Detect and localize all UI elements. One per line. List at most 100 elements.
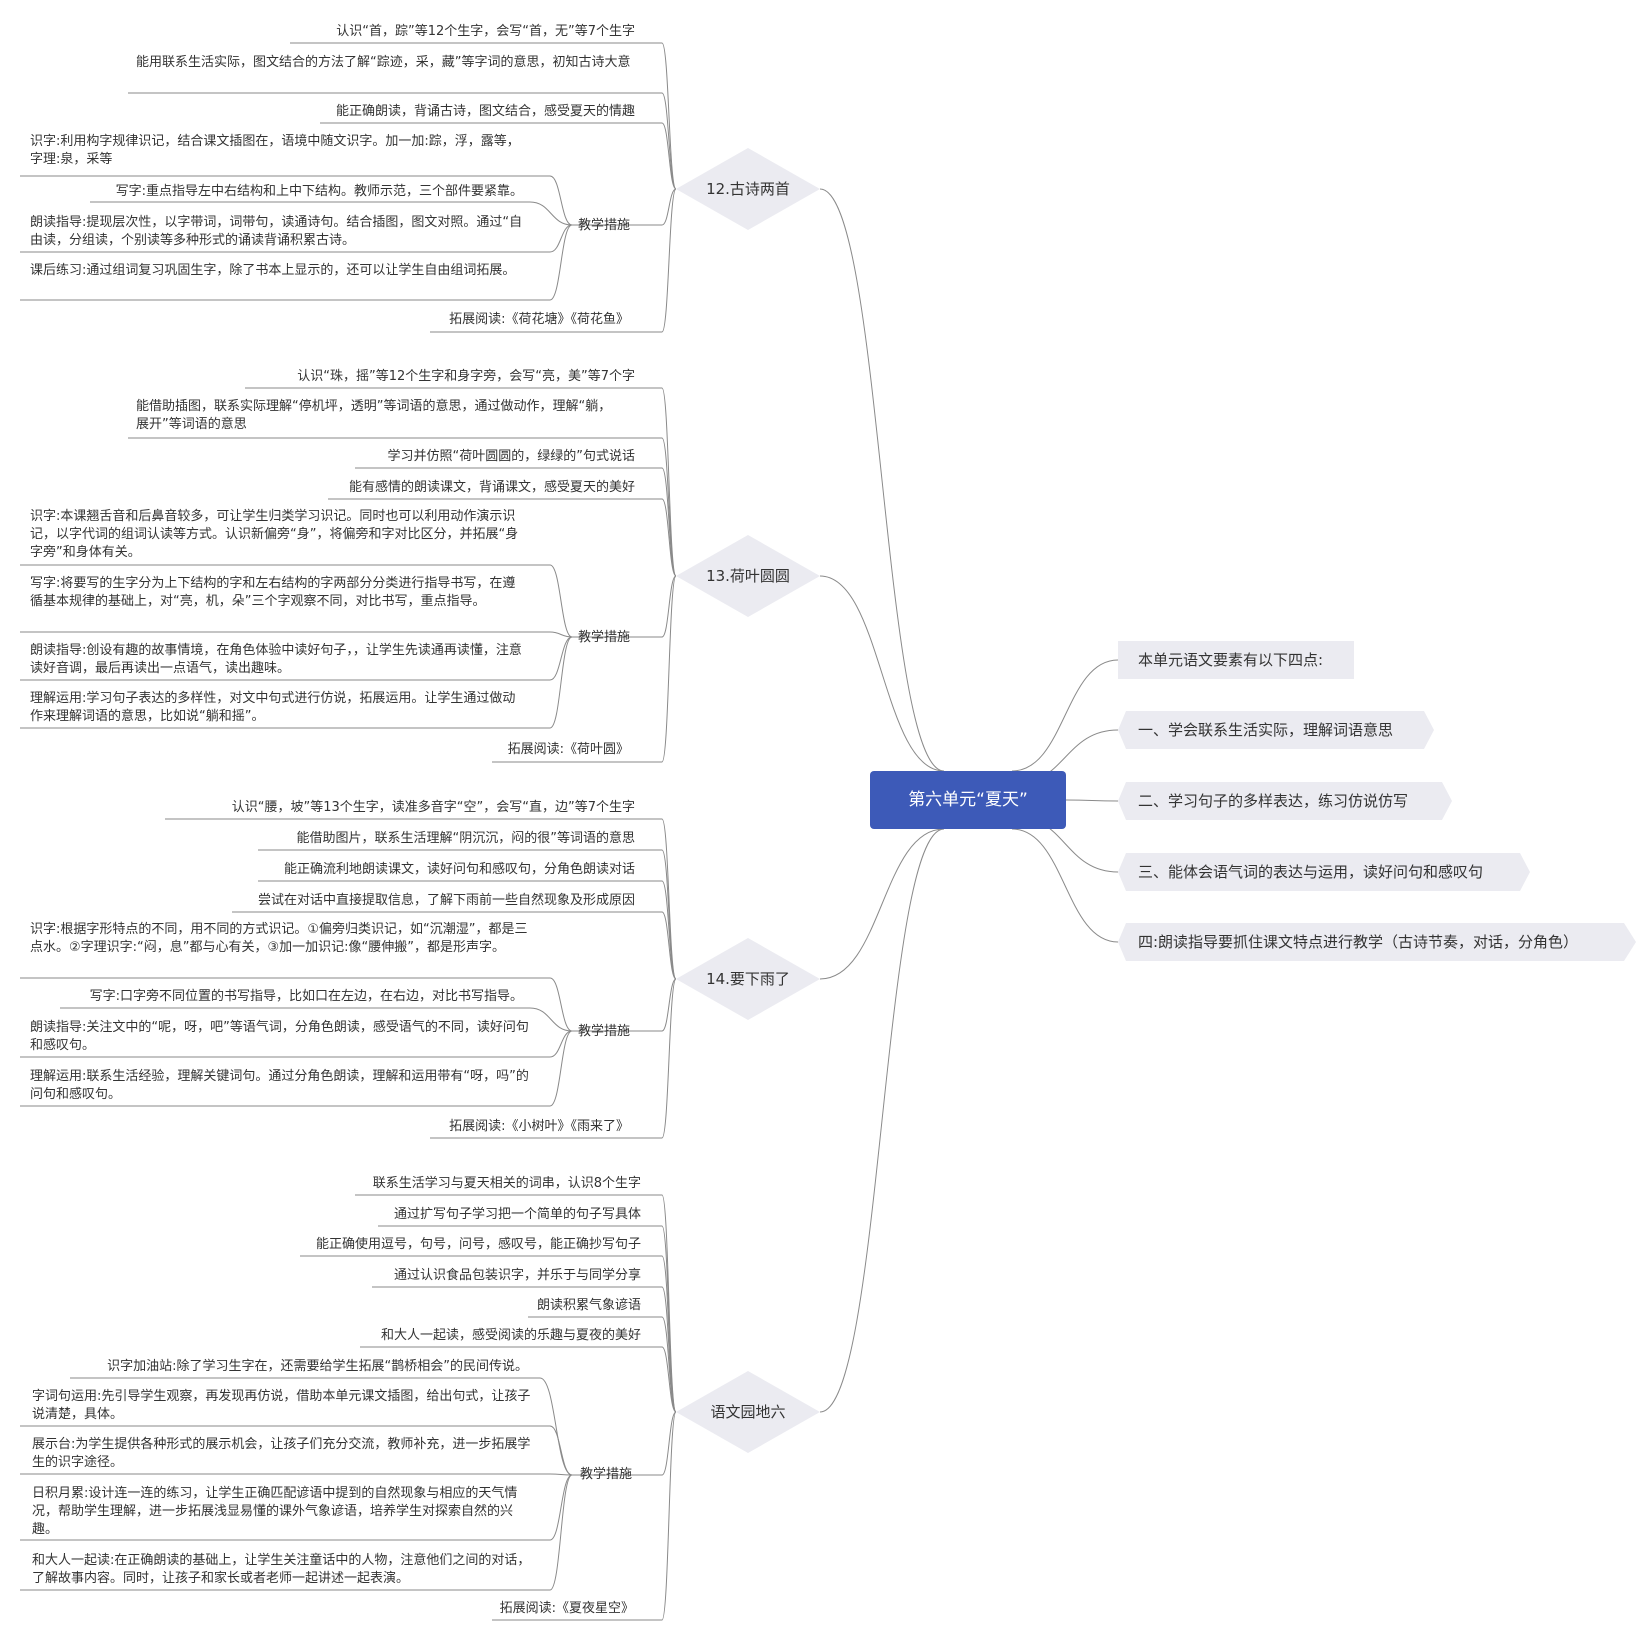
node-bg bbox=[1118, 782, 1452, 820]
node-bg bbox=[1118, 641, 1354, 679]
goal-item[interactable]: 通过认识食品包装识字，并乐于与同学分享 bbox=[393, 1268, 641, 1283]
node-bg bbox=[1118, 923, 1636, 961]
connector-line bbox=[661, 1411, 677, 1621]
right-point-1[interactable]: 一、学会联系生活实际，理解词语意思 bbox=[1118, 711, 1434, 749]
goal-item[interactable]: 能正确使用逗号，句号，问号，感叹号，能正确抄写句子 bbox=[315, 1237, 641, 1252]
connector-line bbox=[549, 1473, 573, 1476]
goal-item[interactable]: 认识“首，踪”等12个生字，会写“首，无”等7个生字 bbox=[336, 24, 635, 39]
measure-item[interactable]: 识字:本课翘舌音和后鼻音较多，可让学生归类学习识记。同时也可以利用动作演示识记，… bbox=[30, 509, 519, 560]
goal-item[interactable]: 联系生活学习与夏天相关的词串，认识8个生字 bbox=[372, 1176, 641, 1191]
measure-item[interactable]: 识字:利用构字规律识记，结合课文插图在，语境中随文识字。加一加:踪，浮，露等，字… bbox=[30, 134, 520, 167]
connector-line bbox=[549, 1425, 573, 1476]
connector-line bbox=[661, 575, 677, 638]
node-bg bbox=[1118, 711, 1434, 749]
connector-line bbox=[819, 575, 945, 772]
goal-item[interactable]: 通过扩写句子学习把一个简单的句子写具体 bbox=[393, 1207, 641, 1222]
goal-item[interactable]: 能有感情的朗读课文，背诵课文，感受夏天的美好 bbox=[348, 480, 635, 495]
goal-item[interactable]: 尝试在对话中直接提取信息，了解下雨前一些自然现象及形成原因 bbox=[257, 893, 635, 908]
right-point-0[interactable]: 本单元语文要素有以下四点: bbox=[1118, 641, 1354, 679]
connector-line bbox=[661, 978, 677, 1032]
connector-line bbox=[661, 818, 677, 980]
connector-line bbox=[549, 1030, 573, 1107]
branch-node-13[interactable]: 13.荷叶圆圆 bbox=[676, 535, 820, 617]
measure-item[interactable]: 朗读指导:提现层次性，以字带词，词带句，读通诗句。结合插图，图文对照。通过“自由… bbox=[30, 215, 523, 248]
measure-item[interactable]: 和大人一起读:在正确朗读的基础上，让学生关注童话中的人物，注意他们之间的对话，了… bbox=[32, 1553, 531, 1586]
connector-line bbox=[661, 978, 677, 1139]
connector-line bbox=[549, 224, 573, 301]
goal-item[interactable]: 能借助插图，联系实际理解“停机坪，透明”等词语的意思，通过做动作，理解“躺，展开… bbox=[136, 399, 612, 432]
node-bg bbox=[1118, 853, 1530, 891]
measure-item[interactable]: 识字加油站:除了学习生字在，还需要给学生拓展“鹊桥相会”的民间传说。 bbox=[107, 1359, 528, 1374]
branch-label: 语文园地六 bbox=[710, 1403, 786, 1421]
goal-item[interactable]: 能正确朗读，背诵古诗，图文结合，感受夏天的情趣 bbox=[335, 104, 635, 119]
goal-item[interactable]: 认识“腰，坡”等13个生字，读准多音字“空”，会写“直，边”等7个生字 bbox=[231, 800, 635, 815]
right-point-2[interactable]: 二、学习句子的多样表达，练习仿说仿写 bbox=[1118, 782, 1452, 820]
connector-line bbox=[661, 188, 677, 333]
connector-line bbox=[549, 636, 573, 729]
measure-item[interactable]: 写字:将要写的生字分为上下结构的字和左右结构的字两部分分类进行指导书写，在遵循基… bbox=[30, 576, 516, 609]
measure-item[interactable]: 课后练习:通过组词复习巩固生字，除了书本上显示的，还可以让学生自由组词拓展。 bbox=[30, 263, 516, 278]
goal-item[interactable]: 能用联系生活实际，图文结合的方法了解“踪迹，采，藏”等字词的意思，初知古诗大意 bbox=[136, 55, 631, 70]
branch-label: 14.要下雨了 bbox=[706, 970, 790, 988]
branch-label: 13.荷叶圆圆 bbox=[706, 567, 790, 585]
diamond-shape bbox=[676, 148, 820, 230]
right-point-label: 一、学会联系生活实际，理解词语意思 bbox=[1138, 721, 1394, 739]
connector-line bbox=[549, 564, 573, 638]
goal-item[interactable]: 认识“珠，摇”等12个生字和身字旁，会写“亮，美”等7个字 bbox=[297, 369, 635, 384]
connector-line bbox=[549, 636, 573, 681]
measure-item[interactable]: 写字:重点指导左中右结构和上中下结构。教师示范，三个部件要紧靠。 bbox=[115, 184, 523, 199]
connector-line bbox=[661, 498, 677, 577]
measure-item[interactable]: 理解运用:学习句子表达的多样性，对文中句式进行仿说，拓展运用。让学生通过做动作来… bbox=[30, 691, 516, 724]
branch-node-garden[interactable]: 语文园地六 bbox=[676, 1371, 820, 1453]
measure-item[interactable]: 字词句运用:先引导学生观察，再发现再仿说，借助本单元课文插图，给出句式，让孩子说… bbox=[32, 1389, 531, 1422]
connector-line bbox=[549, 631, 573, 638]
root-node[interactable]: 第六单元“夏天” bbox=[870, 771, 1066, 829]
connector-line bbox=[661, 1346, 677, 1413]
measures-label[interactable]: 教学措施 bbox=[578, 218, 631, 233]
measure-item[interactable]: 日积月累:设计连一连的练习，让学生正确匹配谚语中提到的自然现象与相应的天气情况，… bbox=[32, 1486, 518, 1537]
right-point-label: 三、能体会语气词的表达与运用，读好问句和感叹句 bbox=[1138, 863, 1484, 881]
connector-line bbox=[661, 437, 677, 577]
connector-line bbox=[661, 42, 677, 190]
measures-label[interactable]: 教学措施 bbox=[580, 1467, 633, 1482]
measure-item[interactable]: 展示台:为学生提供各种形式的展示机会，让孩子们充分交流，教师补充，进一步拓展学生… bbox=[32, 1437, 531, 1470]
connector-line bbox=[819, 828, 945, 1413]
extended-reading[interactable]: 拓展阅读:《小树叶》《雨来了》 bbox=[449, 1119, 629, 1134]
connector-line bbox=[661, 188, 677, 226]
goal-item[interactable]: 能借助图片，联系生活理解“阴沉沉，闷的很”等词语的意思 bbox=[296, 831, 635, 846]
diamond-shape bbox=[676, 1371, 820, 1453]
right-point-label: 本单元语文要素有以下四点: bbox=[1138, 651, 1324, 669]
right-point-label: 四:朗读指导要抓住课文特点进行教学（古诗节奏，对话，分角色） bbox=[1138, 933, 1579, 951]
branch-node-14[interactable]: 14.要下雨了 bbox=[676, 938, 820, 1020]
goal-item[interactable]: 和大人一起读，感受阅读的乐趣与夏夜的美好 bbox=[380, 1328, 641, 1343]
diamond-shape bbox=[676, 535, 820, 617]
right-point-3[interactable]: 三、能体会语气词的表达与运用，读好问句和感叹句 bbox=[1118, 853, 1530, 891]
measure-item[interactable]: 理解运用:联系生活经验，理解关键词句。通过分角色朗读，理解和运用带有“呀，吗”的… bbox=[30, 1069, 529, 1102]
diamond-shape bbox=[676, 938, 820, 1020]
measure-item[interactable]: 朗读指导:创设有趣的故事情境，在角色体验中读好句子，，让学生先读通再读懂，注意读… bbox=[30, 643, 522, 676]
right-point-4[interactable]: 四:朗读指导要抓住课文特点进行教学（古诗节奏，对话，分角色） bbox=[1118, 923, 1636, 961]
measure-item[interactable]: 写字:口字旁不同位置的书写指导，比如口在左边，在右边，对比书写指导。 bbox=[89, 989, 523, 1004]
measures-label[interactable]: 教学措施 bbox=[578, 630, 631, 645]
right-point-label: 二、学习句子的多样表达，练习仿说仿写 bbox=[1138, 792, 1409, 810]
branch-label: 12.古诗两首 bbox=[706, 180, 790, 198]
connector-line bbox=[549, 1474, 573, 1541]
connector-line bbox=[549, 1030, 573, 1058]
extended-reading[interactable]: 拓展阅读:《荷花塘》《荷花鱼》 bbox=[449, 312, 629, 327]
goal-item[interactable]: 朗读积累气象谚语 bbox=[536, 1298, 641, 1313]
connector-line bbox=[661, 575, 677, 763]
extended-reading[interactable]: 拓展阅读:《夏夜星空》 bbox=[499, 1601, 634, 1616]
connector-line bbox=[1065, 799, 1119, 802]
measures-label[interactable]: 教学措施 bbox=[578, 1024, 631, 1039]
connector-line bbox=[661, 1255, 677, 1413]
connector-line bbox=[529, 201, 573, 226]
goal-item[interactable]: 能正确流利地朗读课文，读好问句和感叹句，分角色朗读对话 bbox=[283, 862, 635, 877]
connector-line bbox=[661, 387, 677, 577]
measure-item[interactable]: 朗读指导:关注文中的“呢，呀，吧”等语气词，分角色朗读，感受语气的不同，读好问句… bbox=[30, 1020, 529, 1053]
measure-item[interactable]: 识字:根据字形特点的不同，用不同的方式识记。①偏旁归类识记，如“沉潮湿”，都是三… bbox=[30, 922, 528, 955]
connector-line bbox=[549, 977, 573, 1032]
goal-item[interactable]: 学习并仿照“荷叶圆圆的，绿绿的”句式说话 bbox=[387, 449, 635, 464]
connector-line bbox=[1011, 659, 1119, 772]
branch-node-12[interactable]: 12.古诗两首 bbox=[676, 148, 820, 230]
extended-reading[interactable]: 拓展阅读:《荷叶圆》 bbox=[507, 742, 629, 757]
